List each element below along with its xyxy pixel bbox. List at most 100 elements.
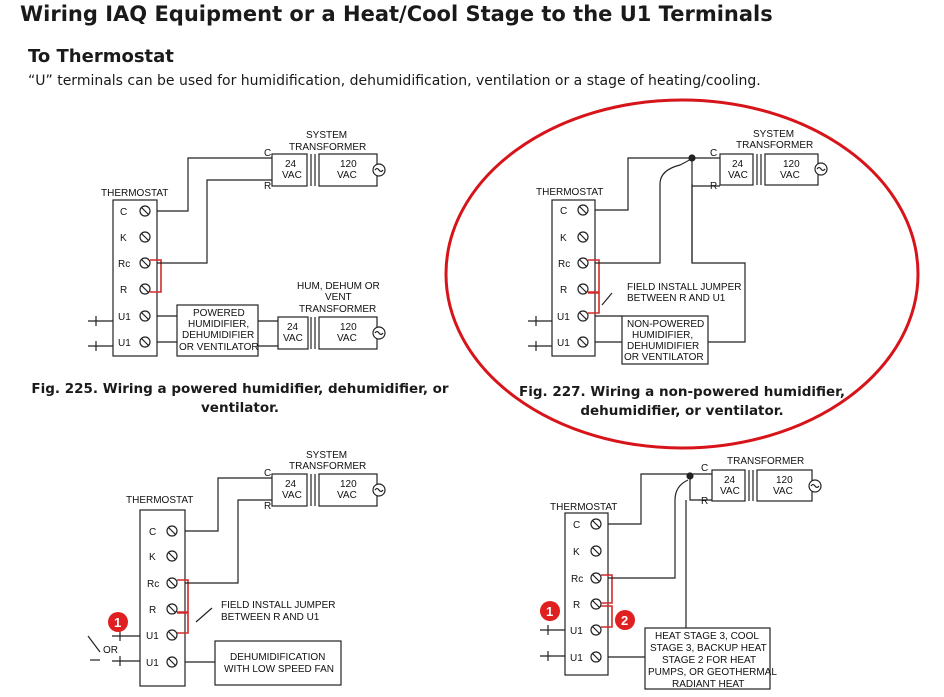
fig225-terminal-c: C bbox=[120, 207, 127, 218]
fig227-c-label: C bbox=[710, 148, 717, 159]
figbr-jumper-1 bbox=[601, 574, 613, 604]
fig227-transformer-label-2: TRANSFORMER bbox=[736, 140, 813, 151]
fig227-terminals: C K Rc R U1 U1 bbox=[557, 204, 589, 349]
fig227-120-2: VAC bbox=[780, 170, 800, 181]
figbl-jumper-label-1: FIELD INSTALL JUMPER bbox=[221, 600, 335, 611]
figbl-jumper-label-2: BETWEEN R AND U1 bbox=[221, 612, 320, 623]
figbr-badge-2-text: 2 bbox=[621, 613, 628, 628]
fig225-caption: Fig. 225. Wiring a powered humidifier, d… bbox=[31, 381, 449, 416]
figbr-terminal-k: K bbox=[573, 547, 580, 558]
figbl-120-2: VAC bbox=[337, 490, 357, 501]
figbl-terminal-u1b: U1 bbox=[146, 658, 159, 669]
figbr-thermostat-block bbox=[564, 512, 609, 676]
fig227-device-2: HUMIDIFIER, bbox=[632, 330, 693, 341]
figbr-terminal-c: C bbox=[573, 520, 580, 531]
fig227-24-2: VAC bbox=[728, 170, 748, 181]
fig225-24vac-2: VAC bbox=[282, 170, 302, 181]
fig225-terminal-u1b: U1 bbox=[118, 338, 131, 349]
figbr-24-2: VAC bbox=[720, 486, 740, 497]
fig-bottom-right-diagram: THERMOSTAT C K Rc R U1 U1 bbox=[540, 456, 822, 690]
figbl-c-label: C bbox=[264, 468, 271, 479]
figbl-thermostat-block bbox=[139, 509, 186, 687]
fig227-device-1: NON-POWERED bbox=[627, 319, 704, 330]
figbr-badge-2 bbox=[615, 610, 635, 630]
figbr-thermostat-label: THERMOSTAT bbox=[550, 502, 617, 513]
figbr-terminal-u1a: U1 bbox=[570, 626, 583, 637]
fig227-transformer-label-1: SYSTEM bbox=[753, 129, 794, 140]
figbr-wires bbox=[540, 472, 712, 661]
fig227-terminal-u1a: U1 bbox=[557, 312, 570, 323]
figbr-badge-1 bbox=[540, 601, 560, 621]
fig227-r-label: R bbox=[710, 181, 717, 192]
figbl-transformer-label-1: SYSTEM bbox=[306, 450, 347, 461]
fig225-terminal-r: R bbox=[120, 285, 127, 296]
figbr-transformer-label: TRANSFORMER bbox=[727, 456, 804, 467]
fig227-thermostat-block bbox=[551, 199, 596, 357]
fig225-transformer-label-1: SYSTEM bbox=[306, 130, 347, 141]
figbr-terminal-r: R bbox=[573, 600, 580, 611]
fig227-terminal-c: C bbox=[560, 206, 567, 217]
fig227-thermostat-label: THERMOSTAT bbox=[536, 187, 603, 198]
page-title: Wiring IAQ Equipment or a Heat/Cool Stag… bbox=[20, 2, 773, 26]
figbr-device-2: STAGE 3, BACKUP HEAT bbox=[650, 643, 767, 654]
figbl-badge-1 bbox=[108, 612, 128, 632]
figbl-device-2: WITH LOW SPEED FAN bbox=[224, 664, 334, 675]
figbl-terminal-rc: Rc bbox=[147, 579, 159, 590]
figbr-badge-1-text: 1 bbox=[546, 604, 553, 619]
fig225-24vac-1: 24 bbox=[285, 159, 297, 170]
figbr-24-1: 24 bbox=[724, 475, 736, 486]
figbl-jumper-2 bbox=[177, 612, 189, 634]
fig225-thermostat-label: THERMOSTAT bbox=[101, 188, 168, 199]
fig227-jumper-2 bbox=[588, 292, 600, 314]
fig227-jumper-1 bbox=[588, 259, 600, 293]
figbr-device-1: HEAT STAGE 3, COOL bbox=[655, 631, 759, 642]
fig227-jumper-label-2: BETWEEN R AND U1 bbox=[627, 293, 726, 304]
fig227-wires bbox=[528, 154, 746, 351]
figbl-r-label: R bbox=[264, 501, 271, 512]
fig227-device-3: DEHUMIDIFIER bbox=[627, 341, 699, 352]
fig227-device-4: OR VENTILATOR bbox=[624, 352, 704, 363]
figbl-terminal-k: K bbox=[149, 552, 156, 563]
figbr-r-label: R bbox=[701, 496, 708, 507]
fig225-jumper bbox=[150, 259, 162, 293]
figbl-jumper-1 bbox=[177, 579, 189, 613]
fig225-hum-label-2: VENT bbox=[325, 292, 352, 303]
fig225-device-4: OR VENTILATOR bbox=[179, 342, 259, 353]
figbr-terminals: C K Rc R U1 U1 bbox=[570, 518, 602, 664]
figbr-device-5: RADIANT HEAT bbox=[672, 679, 744, 690]
highlight-oval bbox=[444, 98, 920, 450]
fig227-caption: Fig. 227. Wiring a non-powered humidifie… bbox=[519, 384, 845, 419]
fig225-hum-label-3: TRANSFORMER bbox=[299, 304, 376, 315]
fig225-device-3: DEHUMIDIFIER bbox=[182, 330, 254, 341]
fig225-hum-24-2: VAC bbox=[283, 333, 303, 344]
fig-bottom-left-diagram: THERMOSTAT C K Rc R U1 U1 bbox=[87, 450, 386, 687]
fig225-120vac-2: VAC bbox=[337, 170, 357, 181]
fig227-120-1: 120 bbox=[783, 159, 800, 170]
figbr-terminal-rc: Rc bbox=[571, 574, 583, 585]
fig225-device-1: POWERED bbox=[193, 308, 245, 319]
fig225-terminal-rc: Rc bbox=[118, 259, 130, 270]
fig225-hum-120-1: 120 bbox=[340, 322, 357, 333]
figbr-jumper-2 bbox=[601, 605, 613, 628]
figbl-or-label: OR bbox=[103, 645, 118, 656]
fig225-hum-120-2: VAC bbox=[337, 333, 357, 344]
figbl-device-1: DEHUMIDIFICATION bbox=[230, 652, 325, 663]
figbr-terminal-u1b: U1 bbox=[570, 653, 583, 664]
figbl-24-1: 24 bbox=[285, 479, 297, 490]
fig225-transformer-label-2: TRANSFORMER bbox=[289, 142, 366, 153]
fig227-jumper-label-1: FIELD INSTALL JUMPER bbox=[627, 282, 741, 293]
fig227-terminal-k: K bbox=[560, 233, 567, 244]
fig225-120vac-1: 120 bbox=[340, 159, 357, 170]
fig225-thermostat-block bbox=[112, 199, 158, 357]
fig225-c-label: C bbox=[264, 148, 271, 159]
figbl-terminal-u1a: U1 bbox=[146, 631, 159, 642]
figbl-24-2: VAC bbox=[282, 490, 302, 501]
fig225-diagram: THERMOSTAT C K Rc R U1 U1 bbox=[88, 130, 386, 357]
fig225-hum-24-1: 24 bbox=[287, 322, 299, 333]
fig227-diagram: THERMOSTAT C K Rc R U1 U1 bbox=[528, 129, 828, 365]
fig225-terminal-k: K bbox=[120, 233, 127, 244]
figbl-120-1: 120 bbox=[340, 479, 357, 490]
figbr-device-4: PUMPS, OR GEOTHERMAL bbox=[648, 667, 777, 678]
fig225-terminal-u1a: U1 bbox=[118, 312, 131, 323]
